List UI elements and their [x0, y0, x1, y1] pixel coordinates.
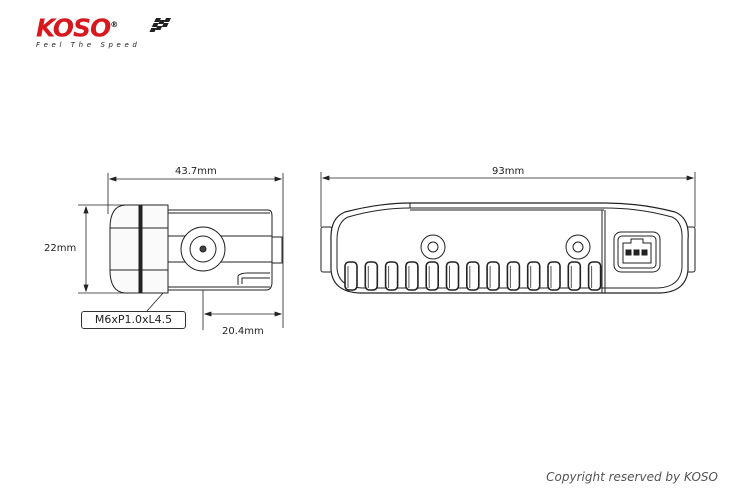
height-dimension-label: 22mm: [44, 243, 77, 254]
vent-slot: [425, 261, 440, 291]
vent-slot: [364, 261, 379, 291]
vent-slot: [567, 261, 582, 291]
vent-slot: [405, 261, 419, 291]
side-view-dimensions: [78, 173, 284, 330]
vent-slot: [547, 261, 561, 291]
vent-slot: [506, 261, 521, 291]
length-dimension-label: 93mm: [492, 166, 525, 177]
copyright-text: Copyright reserved by KOSO: [546, 470, 718, 484]
logo-brand: KOSO: [36, 13, 111, 43]
vent-slot: [587, 261, 602, 291]
vent-slot: [384, 261, 399, 291]
vent-slot: [465, 261, 480, 291]
width-dimension-label: 43.7mm: [175, 166, 217, 177]
logo-slogan: Feel The Speed: [36, 41, 141, 50]
vent-slot: [526, 261, 541, 291]
vent-slot: [344, 261, 358, 291]
side-view-body: [109, 204, 283, 294]
vent-slot: [445, 261, 460, 291]
front-view-body: [320, 202, 696, 294]
vent-slots: [344, 261, 602, 291]
vent-slot: [486, 261, 500, 291]
koso-logo: KOSO® Feel The Speed: [36, 12, 171, 50]
thread-spec-label: M6xP1.0xL4.5: [81, 311, 186, 329]
offset-dimension-label: 20.4mm: [222, 326, 264, 337]
logo-registered: ®: [110, 20, 118, 29]
checkered-flag-icon: [149, 18, 171, 32]
front-view-dimensions: [320, 172, 696, 227]
connector-icon: [613, 231, 661, 273]
